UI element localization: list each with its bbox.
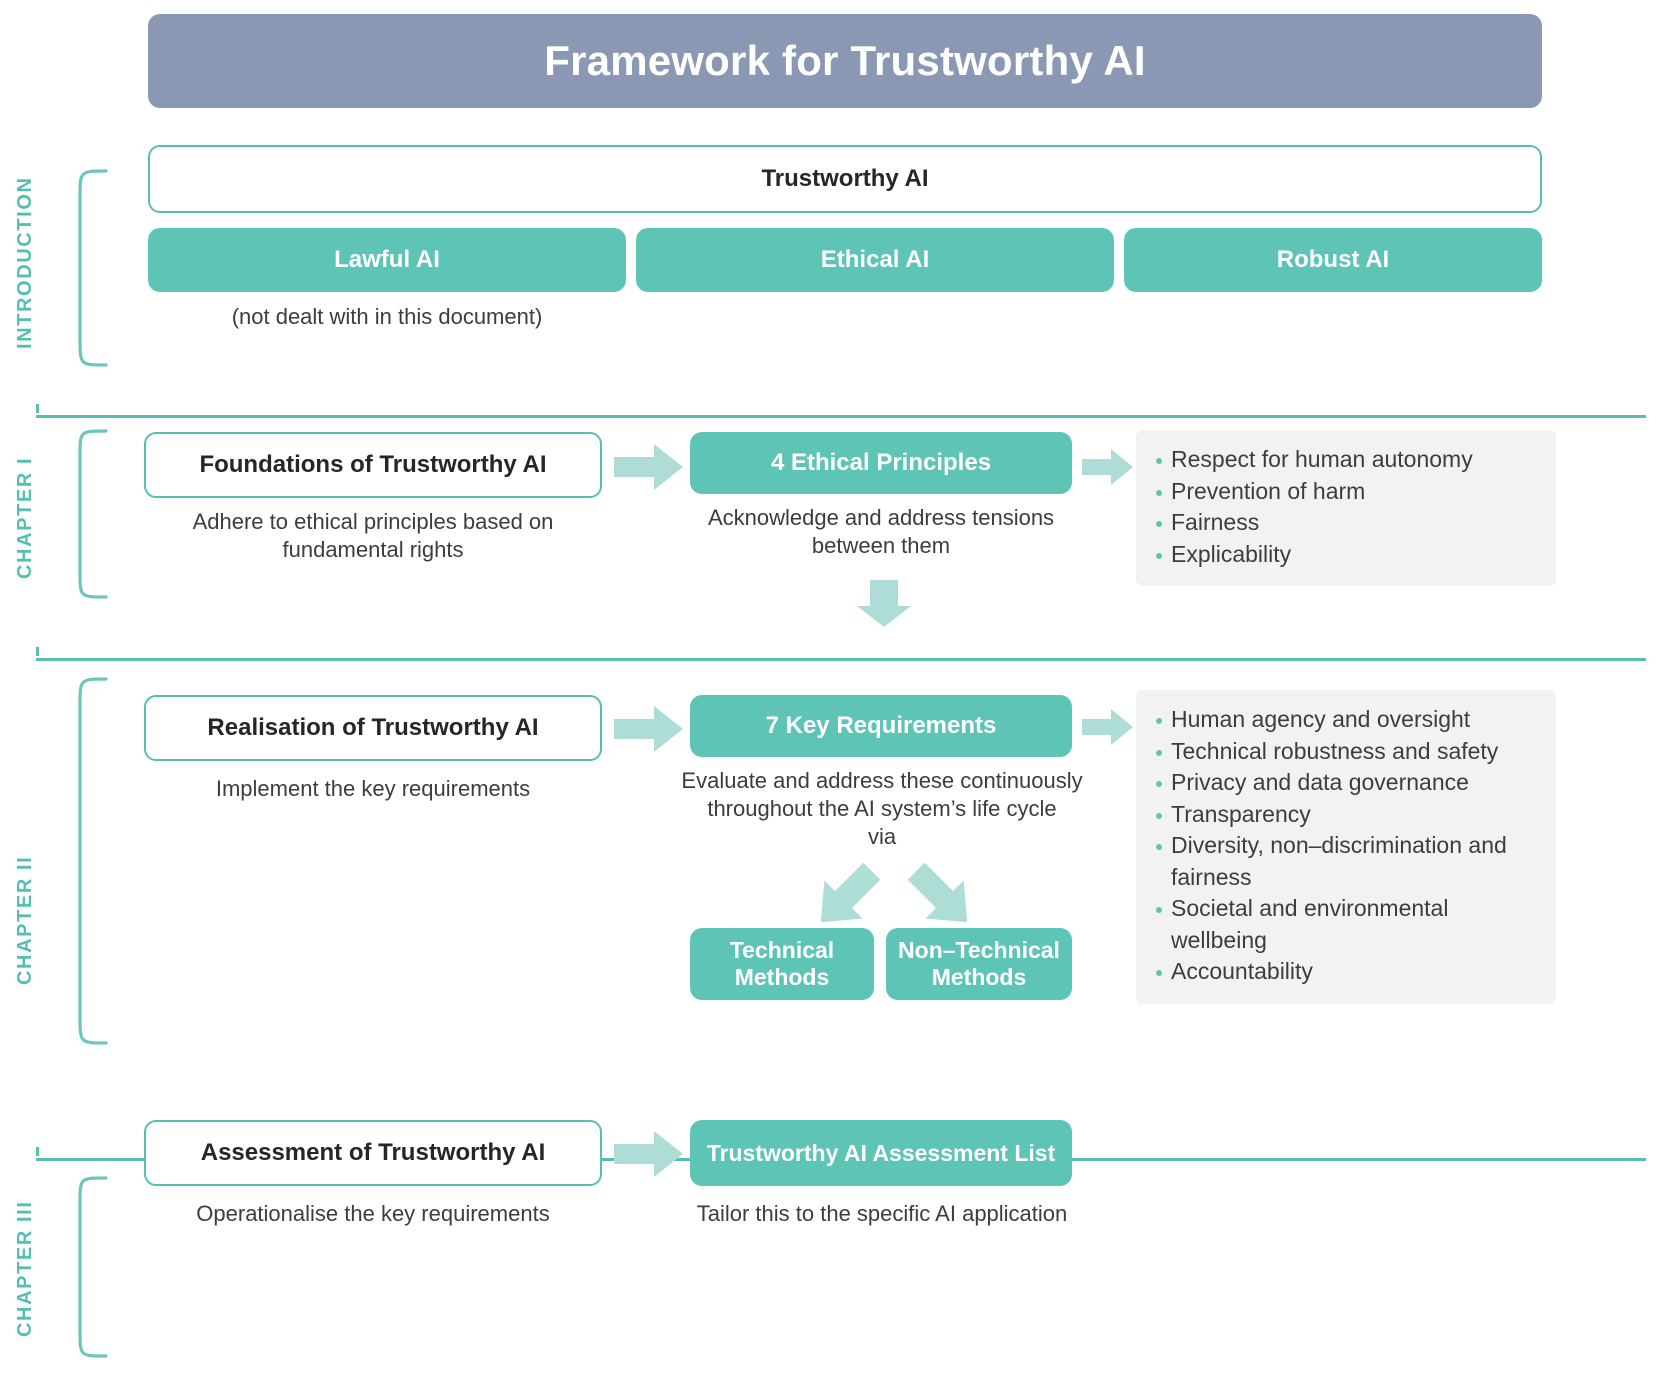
bracket-chapter-2	[66, 676, 108, 1046]
separator-tick-3	[36, 1147, 39, 1156]
caption-ethical-principles-line-2: between them	[811, 533, 951, 559]
caption-foundations-line-2: fundamental rights	[282, 537, 464, 563]
box-assessment-of-trustworthy-ai[interactable]: Assessment of Trustworthy AI	[144, 1120, 602, 1186]
box-trustworthy-ai-assessment-list[interactable]: Trustworthy AI Assessment List	[690, 1120, 1072, 1186]
list-item: Privacy and data governance	[1154, 767, 1538, 799]
list-ethical-principles: Respect for human autonomy Prevention of…	[1136, 430, 1556, 586]
bracket-introduction	[66, 168, 108, 368]
box-technical-methods[interactable]: Technical Methods	[690, 928, 874, 1000]
list-item: Explicability	[1154, 539, 1538, 571]
box-4-ethical-principles[interactable]: 4 Ethical Principles	[690, 432, 1072, 494]
box-trustworthy-ai[interactable]: Trustworthy AI	[148, 145, 1542, 213]
section-separator-2	[36, 658, 1646, 661]
separator-tick-1	[36, 404, 39, 413]
caption-ethical-principles: Acknowledge and address tensions between…	[676, 504, 1086, 560]
caption-assessment: Operationalise the key requirements	[196, 1201, 550, 1226]
caption-key-requirements-line-3: via	[867, 824, 897, 850]
arrow-down-icon-chapter-1-to-2	[856, 580, 912, 628]
box-lawful-ai[interactable]: Lawful AI	[148, 228, 626, 292]
list-item: Societal and environmental wellbeing	[1154, 893, 1538, 956]
page-title-bar: Framework for Trustworthy AI	[148, 14, 1542, 108]
page-title: Framework for Trustworthy AI	[544, 37, 1146, 84]
list-item: Respect for human autonomy	[1154, 444, 1538, 476]
caption-key-requirements: Evaluate and address these continuously …	[672, 767, 1092, 851]
section-label-chapter-3: CHAPTER III	[14, 1200, 36, 1338]
arrow-right-icon-chapter-2a	[614, 705, 684, 753]
box-non-technical-methods-line-1: Non–Technical	[898, 936, 1060, 963]
list-item: Transparency	[1154, 799, 1538, 831]
caption-assessment-list: Tailor this to the specific AI applicati…	[696, 1201, 1068, 1226]
list-item: Prevention of harm	[1154, 476, 1538, 508]
box-realisation-of-trustworthy-ai[interactable]: Realisation of Trustworthy AI	[144, 695, 602, 761]
box-technical-methods-line-1: Technical	[729, 936, 835, 963]
section-label-introduction: INTRODUCTION	[14, 176, 36, 350]
box-ethical-ai[interactable]: Ethical AI	[636, 228, 1114, 292]
arrow-right-icon-chapter-1b	[1082, 448, 1134, 486]
arrow-right-icon-chapter-1a	[614, 443, 684, 491]
section-label-chapter-1: CHAPTER I	[14, 456, 36, 579]
caption-lawful-ai-note: (not dealt with in this document)	[231, 304, 543, 329]
box-robust-ai[interactable]: Robust AI	[1124, 228, 1542, 292]
list-item: Diversity, non–discrimination and fairne…	[1154, 830, 1538, 893]
box-technical-methods-line-2: Methods	[734, 964, 830, 990]
caption-realisation: Implement the key requirements	[215, 776, 531, 801]
caption-key-requirements-line-1: Evaluate and address these continuously	[681, 768, 1083, 793]
arrow-diagonal-down-left-icon	[804, 855, 890, 937]
list-item: Fairness	[1154, 507, 1538, 539]
arrow-diagonal-down-right-icon	[898, 855, 984, 937]
caption-key-requirements-line-2: throughout the AI system’s life cycle	[707, 796, 1057, 822]
list-item: Human agency and oversight	[1154, 704, 1538, 736]
box-non-technical-methods-line-2: Methods	[931, 964, 1027, 990]
box-foundations-of-trustworthy-ai[interactable]: Foundations of Trustworthy AI	[144, 432, 602, 498]
caption-ethical-principles-line-1: Acknowledge and address tensions	[707, 505, 1055, 530]
arrow-right-icon-chapter-3	[614, 1130, 684, 1178]
caption-foundations: Adhere to ethical principles based on fu…	[144, 508, 602, 564]
bracket-chapter-1	[66, 428, 108, 600]
list-item: Technical robustness and safety	[1154, 736, 1538, 768]
section-separator-1	[36, 415, 1646, 418]
list-item: Accountability	[1154, 956, 1538, 988]
list-key-requirements: Human agency and oversight Technical rob…	[1136, 690, 1556, 1004]
box-non-technical-methods[interactable]: Non–Technical Methods	[886, 928, 1072, 1000]
caption-foundations-line-1: Adhere to ethical principles based on	[192, 509, 554, 534]
bracket-chapter-3	[66, 1175, 108, 1359]
arrow-right-icon-chapter-2b	[1082, 708, 1134, 746]
section-label-chapter-2: CHAPTER II	[14, 855, 36, 985]
separator-tick-2	[36, 647, 39, 656]
box-7-key-requirements[interactable]: 7 Key Requirements	[690, 695, 1072, 757]
